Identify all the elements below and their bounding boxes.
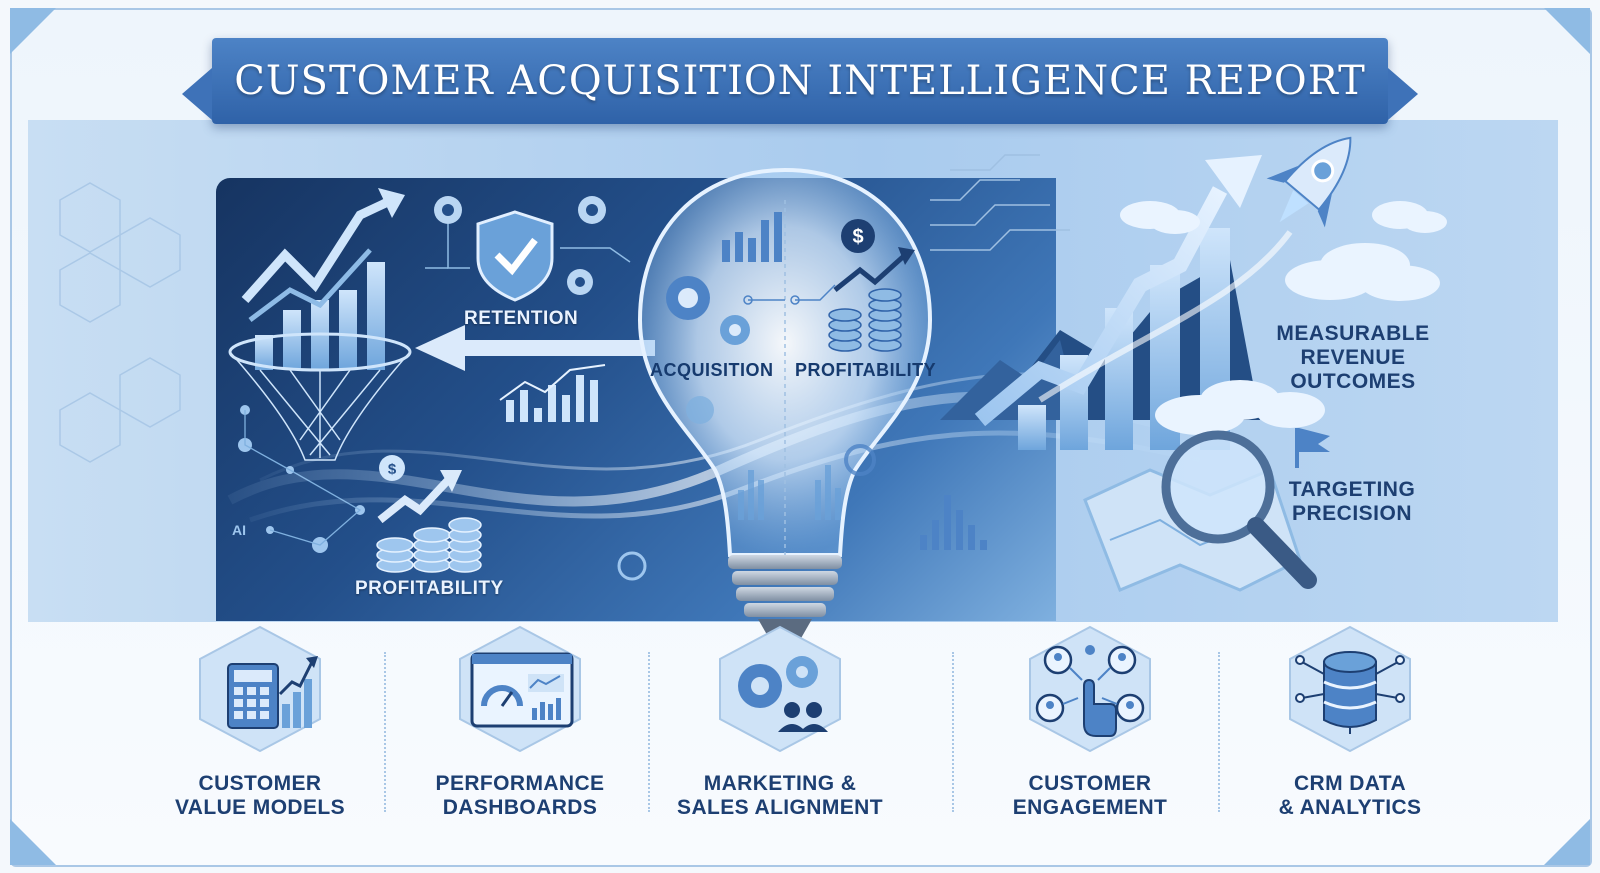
label-retention: RETENTION	[464, 308, 579, 329]
label-profitability-bulb: PROFITABILITY	[795, 360, 937, 380]
cloud-shape	[1120, 201, 1447, 435]
page-title: CUSTOMER ACQUISITION INTELLIGENCE REPORT	[234, 58, 1366, 104]
dollar-icon: $	[833, 219, 915, 292]
label-profitability-left: PROFITABILITY	[355, 578, 504, 599]
gears-in-bulb	[666, 276, 750, 345]
svg-text:$: $	[388, 461, 397, 478]
label-targeting-precision: TARGETING PRECISION	[1288, 478, 1416, 525]
growth-chart-left	[241, 188, 405, 370]
hexagon-pattern	[59, 182, 181, 463]
corner-ornament	[10, 8, 56, 54]
divider	[1218, 652, 1220, 812]
flag-icon	[1295, 428, 1330, 468]
svg-text:AI: AI	[232, 522, 246, 538]
feature-crm-data-analytics: CRM DATA & ANALYTICS	[1220, 612, 1480, 842]
coins-in-bulb	[828, 288, 902, 352]
corner-ornament	[1544, 8, 1590, 54]
mini-bar-chart	[499, 364, 606, 422]
shield-check-icon	[476, 210, 554, 302]
rocket-icon	[1266, 136, 1352, 228]
bulb-bar-chart	[722, 212, 782, 262]
gears-team-icon	[719, 625, 841, 753]
label-acquisition: ACQUISITION	[650, 360, 774, 380]
lightbulb-icon	[637, 167, 933, 640]
divider	[952, 652, 954, 812]
feature-caption: PERFORMANCE DASHBOARDS	[435, 772, 605, 819]
coins-icon: $	[376, 455, 482, 573]
funnel-icon	[228, 332, 412, 461]
mini-bar-chart-right	[920, 495, 987, 550]
title-banner: CUSTOMER ACQUISITION INTELLIGENCE REPORT	[182, 38, 1418, 124]
label-measurable-revenue-outcomes: MEASURABLE REVENUE OUTCOMES	[1276, 322, 1430, 393]
divider	[648, 652, 650, 812]
dashboard-gauge-icon	[459, 625, 581, 753]
database-icon	[1289, 625, 1411, 753]
feature-customer-engagement: CUSTOMER ENGAGEMENT	[960, 612, 1220, 842]
feature-customer-value-models: CUSTOMER VALUE MODELS	[130, 612, 390, 842]
feature-marketing-sales-alignment: MARKETING & SALES ALIGNMENT	[650, 612, 910, 842]
feature-caption: CUSTOMER ENGAGEMENT	[1012, 772, 1168, 819]
feature-caption: CRM DATA & ANALYTICS	[1278, 772, 1422, 819]
divider	[384, 652, 386, 812]
magnifier-icon	[1161, 430, 1317, 589]
calculator-chart-icon	[199, 625, 321, 753]
feature-performance-dashboards: PERFORMANCE DASHBOARDS	[390, 612, 650, 842]
gear-icon	[434, 196, 606, 295]
retention-arrow	[415, 325, 655, 371]
feature-row: CUSTOMER VALUE MODELS PERFORMANCE DASHBO…	[150, 612, 1450, 842]
feature-caption: CUSTOMER VALUE MODELS	[174, 772, 346, 819]
svg-text:$: $	[852, 226, 863, 248]
corner-ornament	[10, 819, 56, 865]
corner-ornament	[1544, 819, 1590, 865]
feature-caption: MARKETING & SALES ALIGNMENT	[677, 772, 883, 819]
network-click-icon	[1029, 625, 1151, 753]
